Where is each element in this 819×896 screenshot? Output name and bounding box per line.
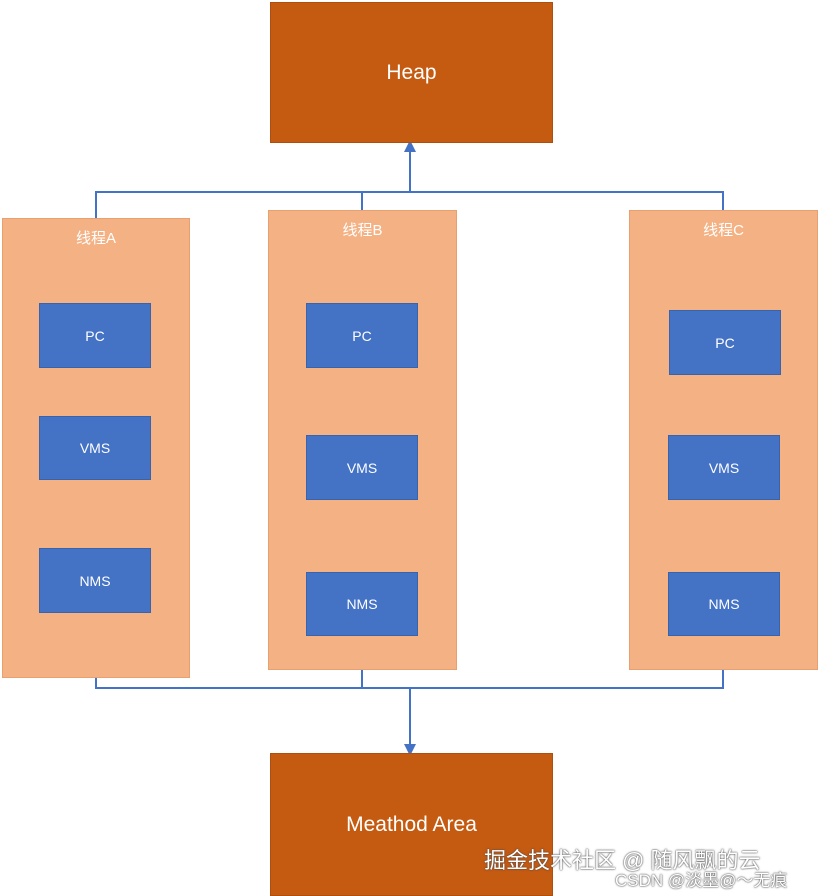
thread-b-nms-label: NMS [346,596,378,612]
watermark-csdn: CSDN @淡墨@～无痕 [615,871,788,890]
method-area-box: Meathod Area [270,753,553,896]
thread-c-title: 线程C [703,222,744,239]
thread-c-pc-label: PC [715,334,735,351]
thread-c-vms-box: VMS [668,435,780,500]
thread-b-pc-box: PC [306,303,418,368]
thread-a-vms-label: VMS [79,440,111,456]
thread-a-pc-label: PC [85,327,105,344]
heap-label: Heap [386,60,437,84]
watermark-juejin: 掘金技术社区 @ 随风飘的云 [484,848,761,873]
thread-b-nms-box: NMS [306,572,418,636]
thread-a-title: 线程A [75,230,116,247]
method-area-label: Meathod Area [346,812,477,836]
thread-b-pc-label: PC [352,327,372,344]
bottom-bus-line [95,670,724,689]
thread-b-title: 线程B [342,222,383,239]
thread-c-nms-label: NMS [708,596,740,612]
thread-c-nms-box: NMS [668,572,780,636]
thread-a-nms-label: NMS [79,572,111,589]
thread-b-vms-box: VMS [306,435,418,500]
thread-a-nms-box: NMS [39,548,151,613]
thread-c-pc-box: PC [669,310,781,375]
thread-a-pc-box: PC [39,303,151,368]
thread-c-vms-label: VMS [708,459,740,476]
thread-a-vms-box: VMS [39,416,151,480]
thread-b-vms-label: VMS [346,459,378,476]
heap-box: Heap [270,2,553,143]
